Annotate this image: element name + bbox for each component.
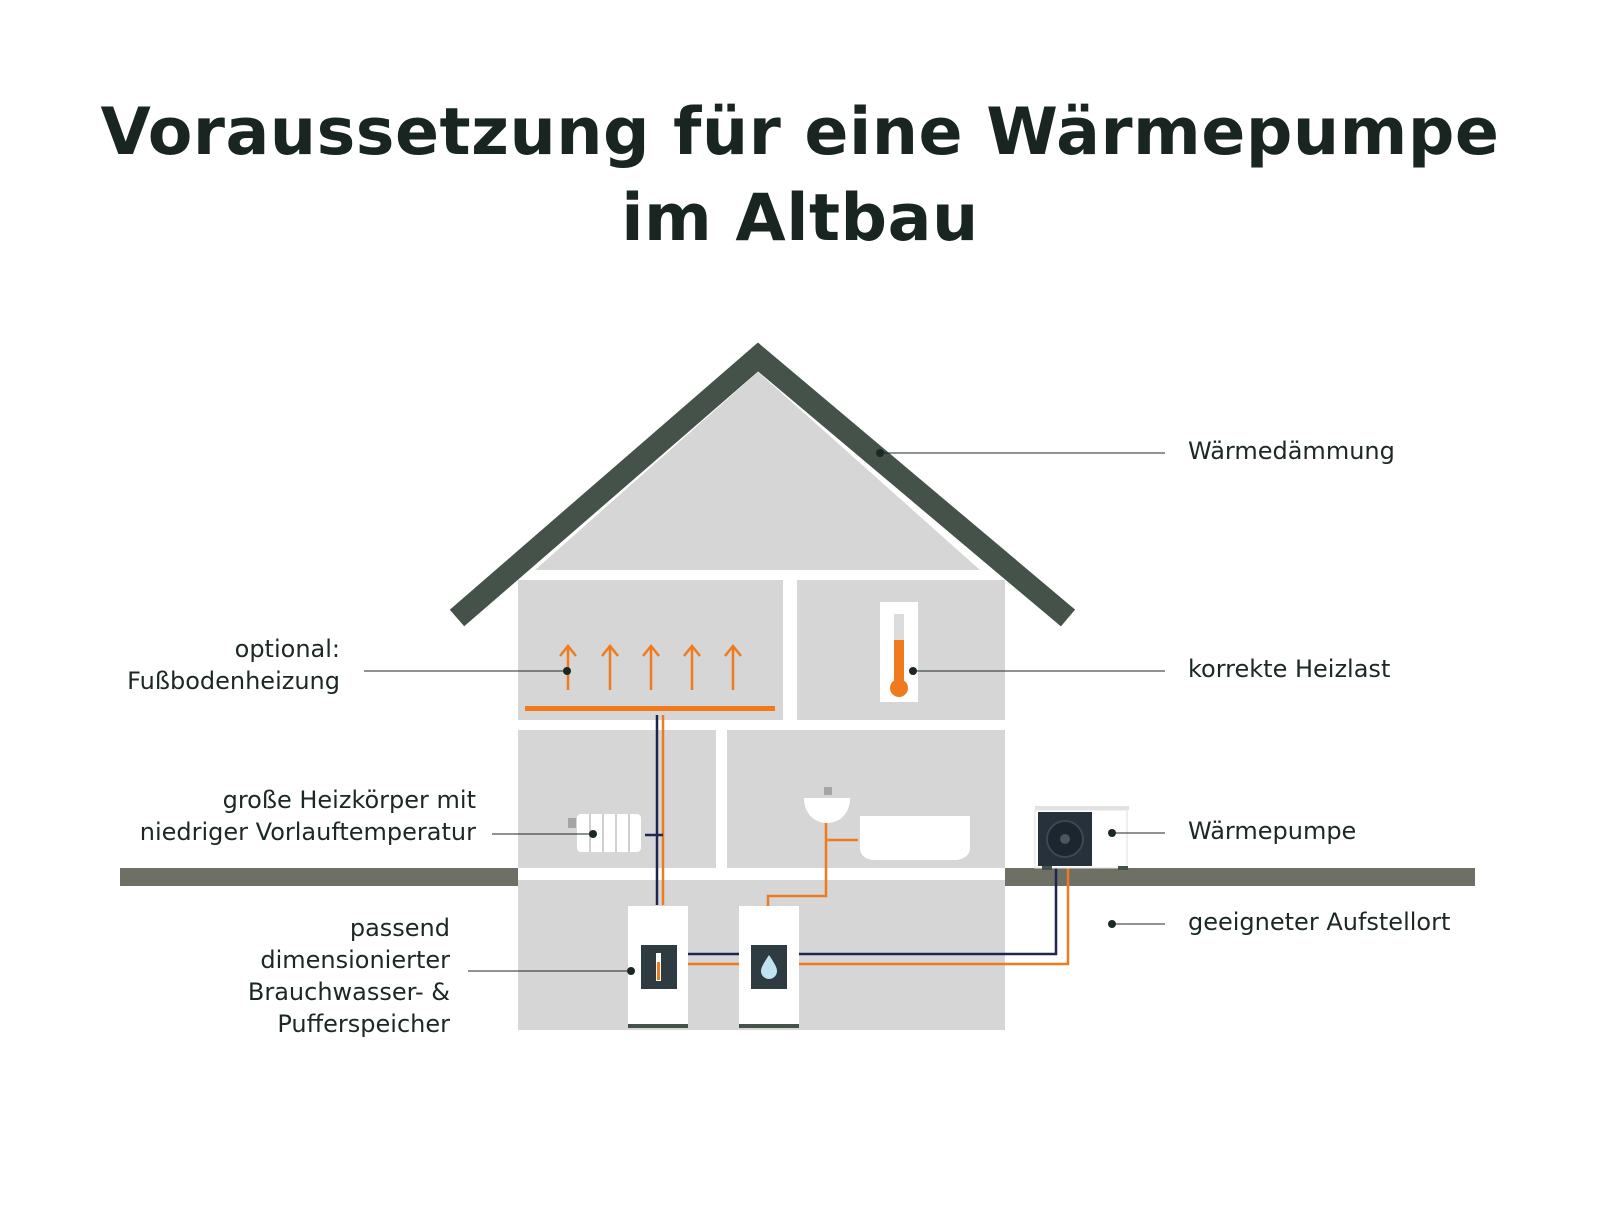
water-drop-icon — [761, 955, 777, 979]
title-line-1: Voraussetzung für eine Wärmepumpe — [100, 95, 1500, 170]
underfloor-heating-bar — [525, 706, 775, 711]
roof — [449, 342, 1076, 627]
heat-arrow-icon — [683, 643, 701, 690]
heat-arrow-icon — [601, 643, 619, 690]
heat-arrow-icon — [642, 643, 660, 690]
label-waermepumpe: Wärmepumpe — [1188, 817, 1357, 845]
label-aufstellort: geeigneter Aufstellort — [1188, 908, 1451, 936]
bathtub-icon — [860, 816, 970, 860]
water-tank — [739, 906, 799, 1028]
label-speicher-line4: Pufferspeicher — [277, 1010, 450, 1038]
label-heizkoerper: große Heizkörper mit niedriger Vorlaufte… — [140, 784, 476, 848]
ground-left — [120, 868, 518, 886]
attic-gable — [535, 372, 980, 570]
label-heizlast: korrekte Heizlast — [1188, 655, 1391, 683]
leader-dots — [563, 449, 1116, 975]
page-title: Voraussetzung für eine Wärmepumpe im Alt… — [0, 90, 1600, 262]
label-speicher-line2: dimensionierter — [260, 946, 450, 974]
ground-right — [1005, 868, 1475, 886]
label-fussbodenheizung: optional: Fußbodenheizung — [127, 633, 340, 697]
sink-icon — [804, 787, 850, 823]
label-speicher-line1: passend — [349, 914, 450, 942]
bathroom-pipe — [766, 823, 858, 908]
radiator-icon — [568, 814, 641, 852]
heat-pump-fan-icon — [1034, 806, 1129, 870]
label-heizkoerper-line2: niedriger Vorlauftemperatur — [139, 818, 476, 846]
label-speicher-line3: Brauchwasser- & — [247, 978, 450, 1006]
pipes-vertical — [645, 715, 665, 905]
buffer-tank — [628, 906, 688, 1028]
leader-lines — [364, 452, 1165, 972]
heat-arrows — [559, 643, 742, 690]
thermometer-icon — [880, 602, 918, 702]
label-fussboden-line1: optional: — [234, 635, 340, 663]
label-waermedaemmung: Wärmedämmung — [1188, 437, 1395, 465]
pipes-horizontal — [688, 866, 1070, 966]
label-speicher: passend dimensionierter Brauchwasser- & … — [248, 912, 450, 1040]
label-fussboden-line2: Fußbodenheizung — [127, 667, 340, 695]
heat-arrow-icon — [724, 643, 742, 690]
label-heizkoerper-line1: große Heizkörper mit — [222, 786, 476, 814]
title-line-2: im Altbau — [621, 181, 979, 256]
